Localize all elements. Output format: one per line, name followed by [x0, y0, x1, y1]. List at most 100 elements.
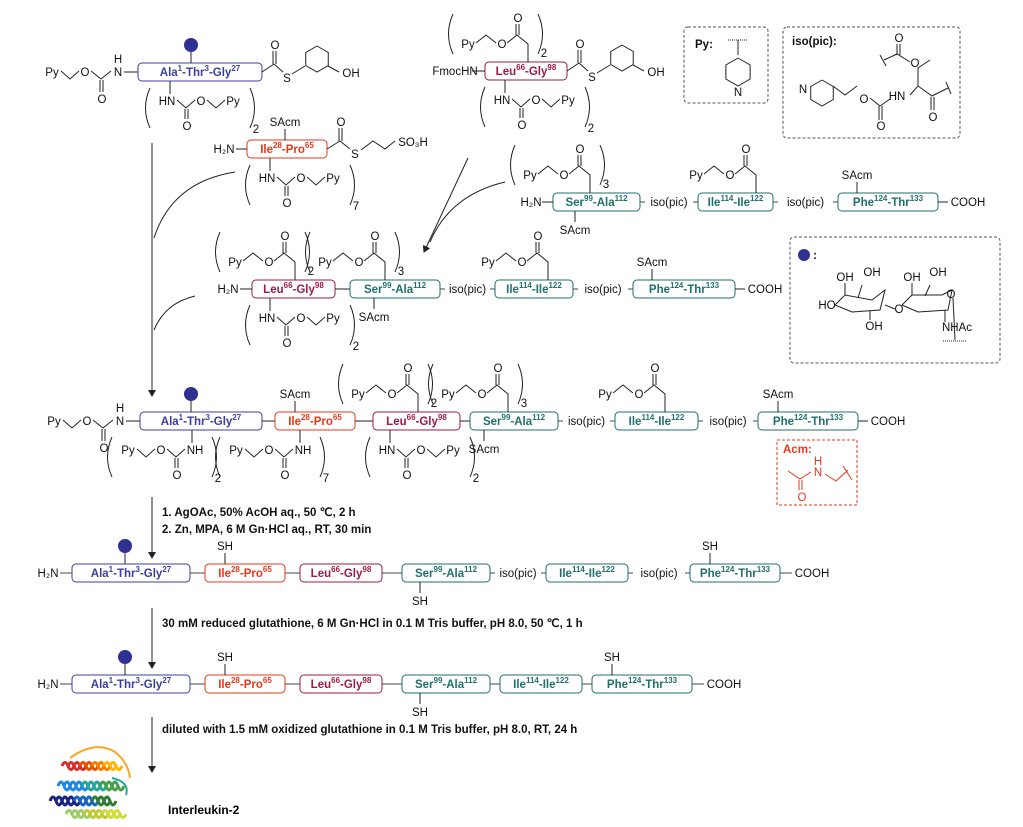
- cooh-label: COOH: [748, 284, 783, 296]
- o-label: O: [337, 117, 346, 129]
- residue-name: -Thr: [113, 568, 136, 580]
- reaction-curve-line: [153, 171, 236, 239]
- o-label: O: [534, 231, 543, 243]
- residue-number: 112: [615, 194, 628, 203]
- repeat-count: 2: [253, 124, 259, 136]
- residue-name: -Gly: [340, 679, 363, 691]
- residue-name: -Pro: [240, 679, 263, 691]
- bond-line: [541, 98, 561, 108]
- ho-label: HO: [818, 300, 835, 312]
- o-label: O: [271, 40, 280, 52]
- residue-name: -Ala: [593, 197, 615, 209]
- fmochn-label: FmocHN: [432, 66, 477, 78]
- residue-number: 99: [502, 413, 511, 422]
- py-legend-label: Py:: [695, 39, 713, 51]
- bond-line: [703, 165, 725, 175]
- residue-number: 133: [757, 565, 771, 574]
- iso-pic-linker-label: iso(pic): [584, 284, 621, 296]
- residue-number: 3: [135, 565, 140, 574]
- residue-name: -Thr: [887, 197, 910, 209]
- residue-name: Ala: [91, 568, 110, 580]
- o-label: O: [417, 445, 426, 457]
- bond-line: [273, 252, 296, 280]
- residue-name: Ala: [161, 416, 180, 428]
- attachment-wavy-bond: [842, 465, 853, 481]
- nh-label: NH: [295, 445, 312, 457]
- iso-pic-linker-label: iso(pic): [787, 197, 824, 209]
- sh-label: SH: [217, 652, 233, 664]
- cooh-label: COOH: [707, 679, 742, 691]
- condition-step1-line2: 2. Zn, MPA, 6 M Gn·HCl aq., RT, 30 min: [162, 524, 371, 536]
- bond-line: [578, 62, 589, 72]
- residue-number: 114: [720, 194, 733, 203]
- ile28-pro65-fragment-label: Ile28-Pro65: [260, 141, 314, 156]
- left-parenthesis: [305, 231, 311, 273]
- phe124-thr133-fragment-label: Phe124-Thr133: [607, 676, 678, 691]
- oh-label: OH: [903, 272, 920, 284]
- o-label: O: [281, 470, 290, 482]
- residue-name: Ala: [91, 679, 110, 691]
- o-label: O: [355, 257, 364, 269]
- repeat-count: 3: [398, 266, 404, 278]
- left-parenthesis: [365, 436, 371, 478]
- right-parenthesis: [249, 87, 255, 129]
- cooh-label: COOH: [951, 197, 986, 209]
- o-label: O: [283, 338, 292, 350]
- interleukin-2-structure-image: [48, 746, 131, 819]
- o-label: O: [726, 170, 735, 182]
- bond-line: [734, 165, 757, 193]
- residue-name: Phe: [853, 197, 874, 209]
- h-label: H: [814, 456, 822, 468]
- residue-name: -Gly: [209, 67, 232, 79]
- py-label: Py: [229, 445, 243, 457]
- residue-name: Phe: [649, 284, 670, 296]
- repeat-count: 3: [603, 179, 609, 191]
- repeat-count: 7: [323, 473, 329, 485]
- residue-name: Ser: [483, 416, 502, 428]
- residue-name: Ile: [218, 679, 231, 691]
- repeat-count: 7: [353, 201, 359, 213]
- iso-pic-legend-label: iso(pic):: [792, 36, 837, 48]
- bond-line: [857, 284, 863, 299]
- condition-step1-line1: 1. AgOAc, 50% AcOH aq., 50 ℃, 2 h: [162, 506, 356, 519]
- residue-name: Ile: [260, 144, 273, 156]
- glycan-dot-icon: [184, 38, 198, 52]
- ser99-ala112-fragment-label: Ser99-Ala112: [415, 565, 478, 580]
- bond-line: [537, 165, 559, 175]
- right-parenthesis: [584, 86, 590, 128]
- residue-number: 112: [464, 676, 477, 685]
- o-label: O: [798, 492, 807, 504]
- residue-number: 66: [407, 413, 416, 422]
- bond-line: [917, 59, 931, 86]
- left-parenthesis: [215, 436, 221, 478]
- py-label: Py: [326, 313, 340, 325]
- residue-name: Ile: [506, 284, 519, 296]
- residue-number: 133: [910, 194, 924, 203]
- o-label: O: [81, 67, 90, 79]
- residue-number: 99: [383, 281, 392, 290]
- oh-label: OH: [836, 272, 853, 284]
- residue-name: -Thr: [113, 679, 136, 691]
- bond-line: [206, 99, 226, 109]
- bond-line: [306, 316, 326, 326]
- bond-line: [327, 65, 340, 73]
- sh-label: SH: [412, 596, 428, 608]
- right-parenthesis: [349, 164, 355, 206]
- left-parenthesis: [510, 144, 516, 186]
- residue-number: 27: [231, 64, 240, 73]
- py-label: Py: [689, 170, 703, 182]
- right-parenthesis: [304, 231, 310, 273]
- residue-name: -Ala: [510, 416, 532, 428]
- residue-name: -Thr: [182, 67, 205, 79]
- iso-pic-linker-label: iso(pic): [568, 416, 605, 428]
- py-label: Py: [598, 389, 612, 401]
- galactose-ring: [834, 288, 886, 313]
- sacm-label: SAcm: [763, 389, 794, 401]
- residue-number: 66: [331, 676, 340, 685]
- h2n-label: H₂N: [520, 197, 541, 209]
- right-parenthesis: [349, 304, 355, 346]
- bond-line: [832, 85, 858, 96]
- repeat-count: 2: [431, 398, 437, 410]
- helix-segment: [102, 795, 118, 807]
- ala1-gly27-fragment-label: Ala1-Thr3-Gly27: [160, 64, 241, 79]
